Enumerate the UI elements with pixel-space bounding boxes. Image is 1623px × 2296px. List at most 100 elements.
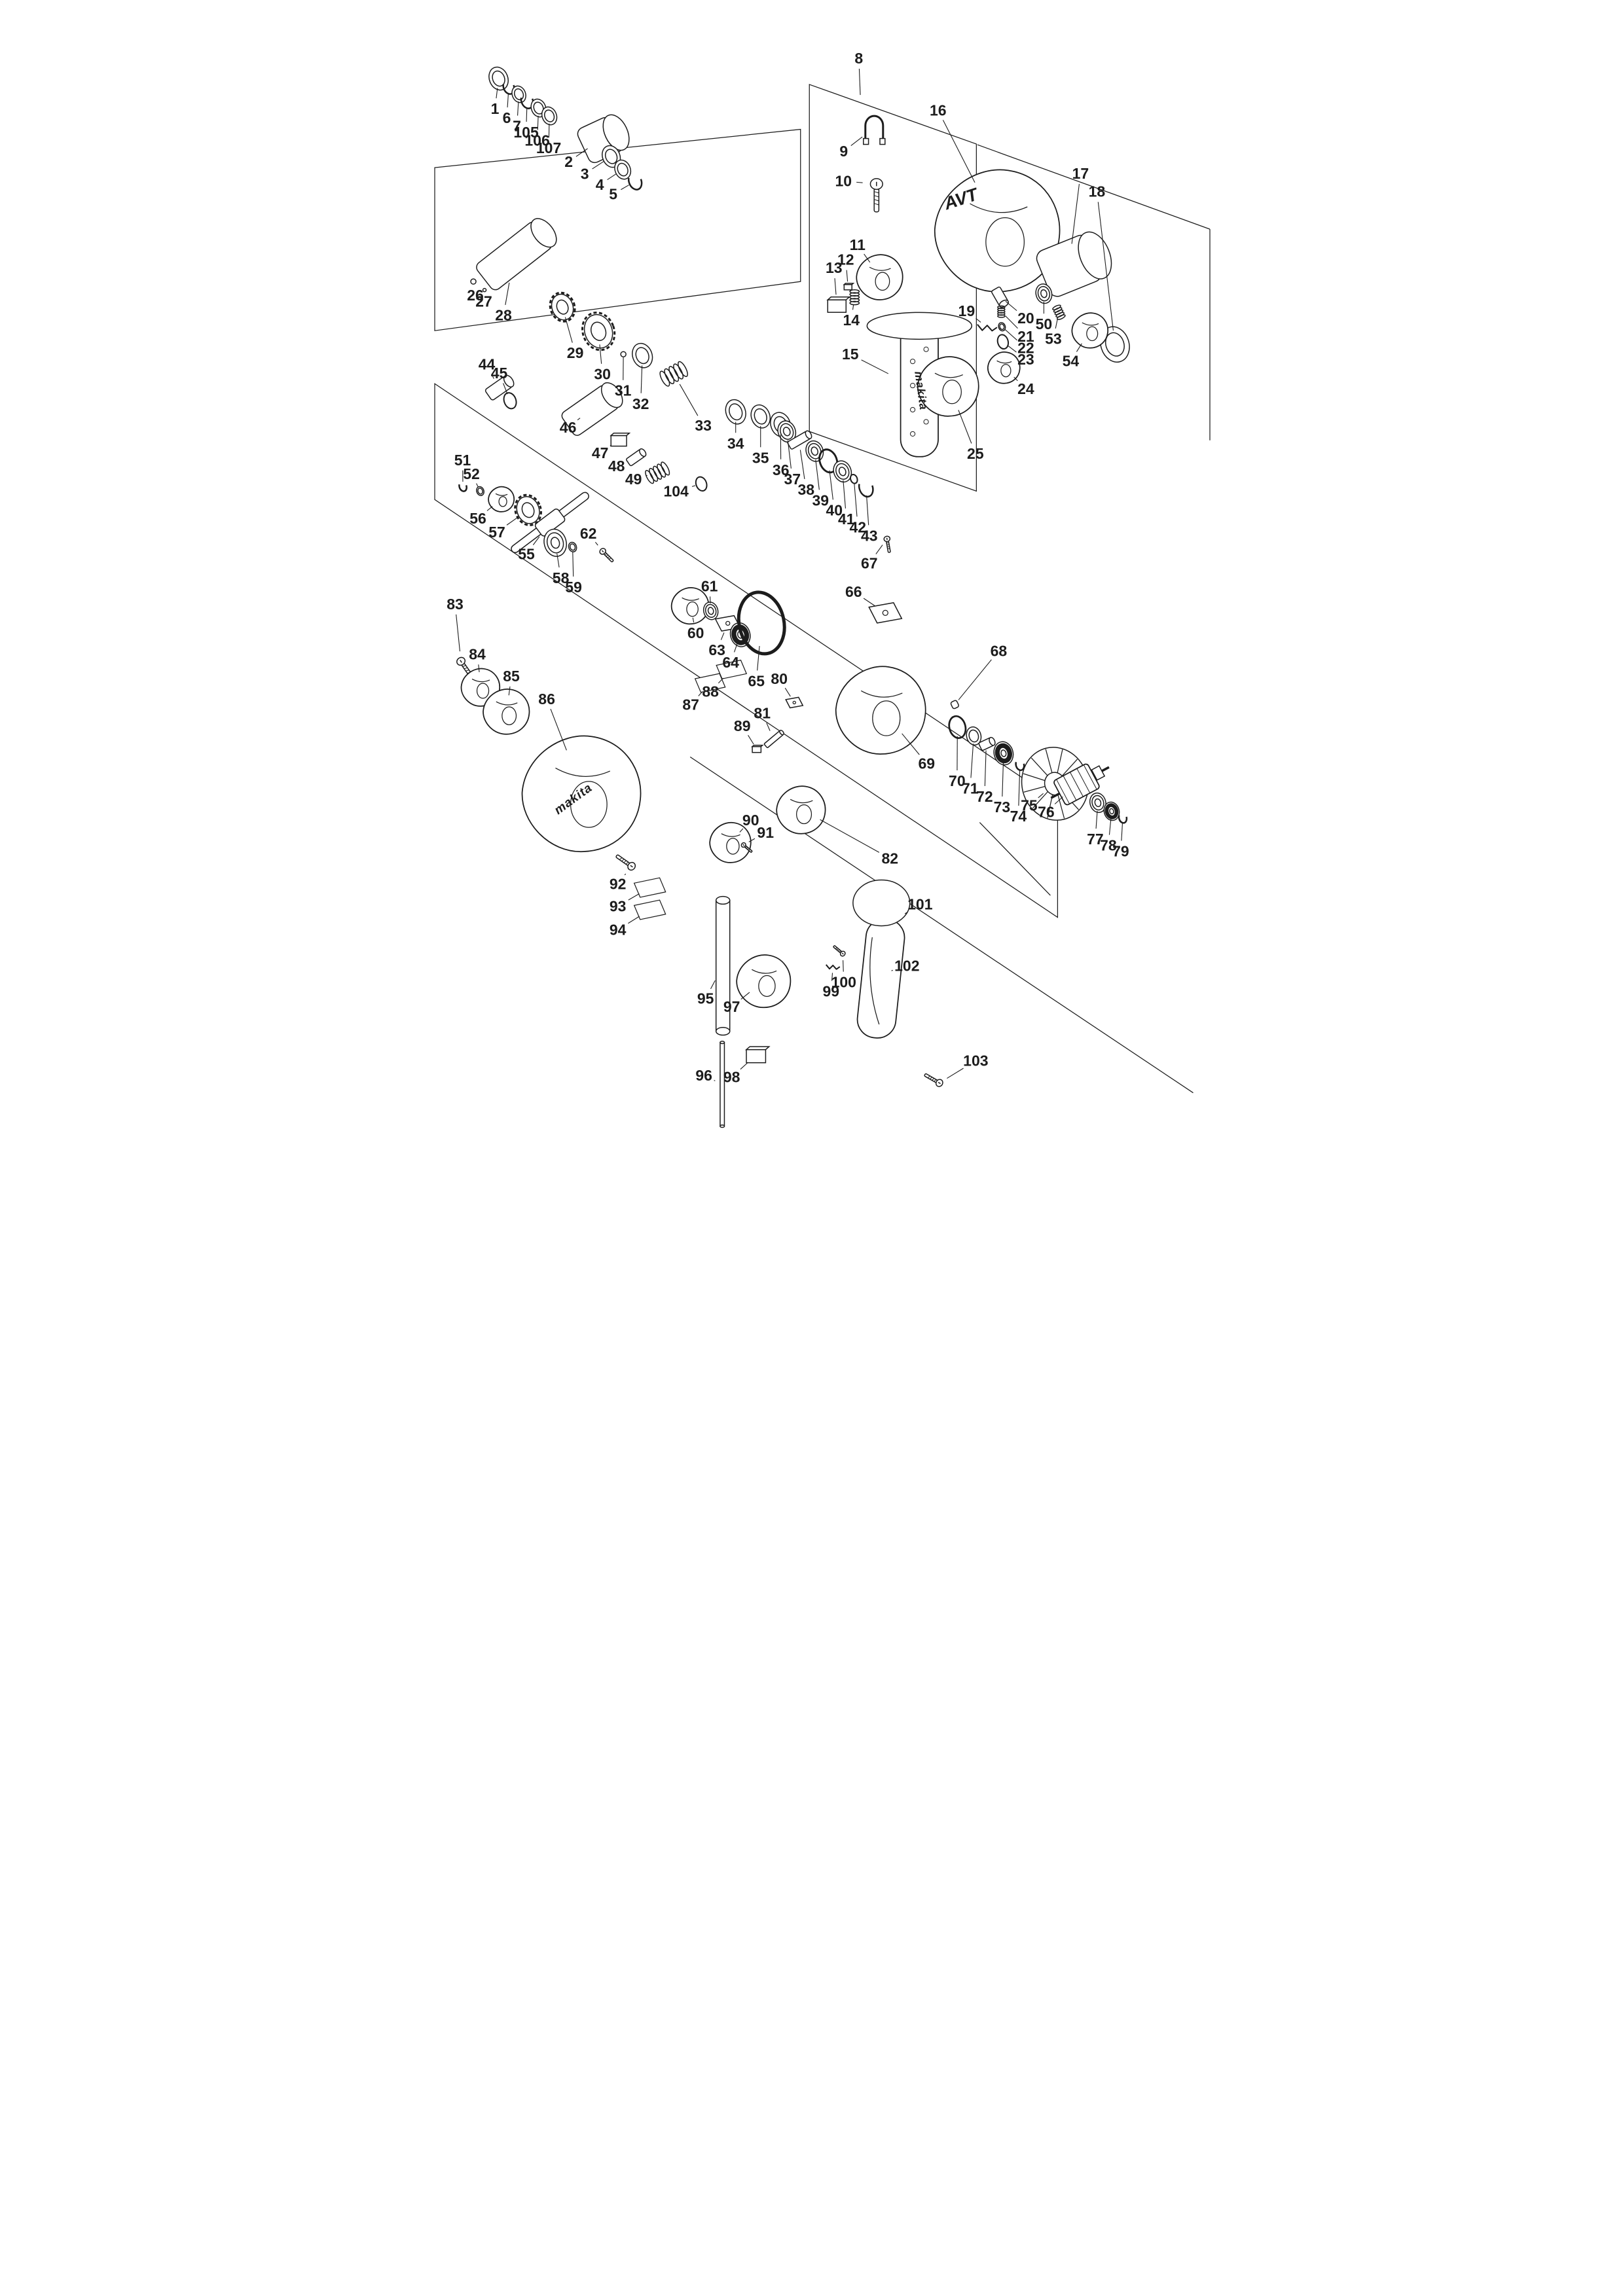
part-47-glyph xyxy=(609,432,630,447)
part-96-glyph xyxy=(719,1041,725,1128)
part-104-label: 104 xyxy=(663,482,689,499)
part-40-leader xyxy=(828,470,833,500)
part-98-leader xyxy=(740,1062,748,1070)
part-91-label: 91 xyxy=(757,824,774,841)
parts-layer xyxy=(456,66,1130,1128)
part-37-glyph xyxy=(776,420,796,443)
part-28-label: 28 xyxy=(495,307,512,324)
part-106-glyph xyxy=(530,98,547,118)
part-97-glyph xyxy=(735,954,791,1009)
divider-line-4 xyxy=(979,822,1051,896)
part-11-leader xyxy=(863,253,870,263)
part-3-leader xyxy=(591,161,604,170)
part-91-glyph xyxy=(740,842,752,853)
part-77-glyph xyxy=(1089,792,1106,814)
part-8-label: 8 xyxy=(854,50,863,67)
part-107-label: 107 xyxy=(536,139,560,156)
part-94-leader xyxy=(627,916,640,924)
part-27-glyph xyxy=(482,287,486,293)
part-61-glyph xyxy=(702,601,718,620)
part-67-glyph xyxy=(883,535,891,553)
part-78-label: 78 xyxy=(1100,837,1117,854)
part-74-glyph xyxy=(1014,758,1025,772)
part-30-label: 30 xyxy=(594,366,611,383)
part-40-label: 40 xyxy=(826,501,843,518)
part-46-leader xyxy=(577,418,580,421)
part-107-glyph xyxy=(541,106,557,126)
part-97-leader xyxy=(740,992,750,1000)
part-15-label: 15 xyxy=(841,346,858,363)
part-54-leader xyxy=(1076,343,1082,352)
part-49-label: 49 xyxy=(625,471,642,488)
part-94-glyph xyxy=(633,899,666,920)
part-65-leader xyxy=(756,645,760,671)
part-39-leader xyxy=(814,459,820,490)
part-72-leader xyxy=(984,750,987,787)
part-68-glyph xyxy=(950,700,959,709)
part-65-glyph xyxy=(737,590,786,656)
part-81-label: 81 xyxy=(754,704,771,721)
part-4-label: 4 xyxy=(595,176,604,193)
part-52-glyph xyxy=(475,486,484,496)
part-45-label: 45 xyxy=(490,365,507,382)
part-77-label: 77 xyxy=(1087,831,1104,848)
part-30-leader xyxy=(598,344,602,364)
part-53-label: 53 xyxy=(1045,331,1062,348)
part-25-leader xyxy=(957,410,972,444)
part-66-leader xyxy=(863,598,875,606)
part-95-label: 95 xyxy=(697,990,714,1007)
part-16-glyph xyxy=(934,169,1060,293)
part-42-leader xyxy=(853,483,858,517)
part-92-glyph xyxy=(615,854,636,871)
part-103-glyph xyxy=(923,1073,943,1087)
part-64-label: 64 xyxy=(722,654,739,671)
part-82-leader xyxy=(819,819,879,853)
part-89-glyph xyxy=(750,744,764,753)
part-24-leader xyxy=(1013,376,1018,382)
part-5-leader xyxy=(620,185,629,190)
part-19-label: 19 xyxy=(958,302,975,319)
part-14-label: 14 xyxy=(843,312,860,329)
part-6-glyph xyxy=(501,79,515,95)
part-76-glyph xyxy=(1050,763,1110,806)
part-21-label: 21 xyxy=(1017,328,1034,345)
part-9-label: 9 xyxy=(839,143,848,160)
part-1-label: 1 xyxy=(490,100,499,117)
handle-group-box xyxy=(809,84,977,492)
part-3-label: 3 xyxy=(580,166,589,183)
part-81-glyph xyxy=(763,729,784,748)
part-26-glyph xyxy=(469,278,477,285)
part-22-label: 22 xyxy=(1017,340,1034,357)
part-56-leader xyxy=(486,506,492,511)
part-73-glyph xyxy=(993,741,1013,766)
part-51-glyph xyxy=(458,480,467,492)
part-90-leader xyxy=(739,828,743,833)
part-44-label: 44 xyxy=(478,356,495,373)
part-54-glyph xyxy=(1071,312,1108,349)
part-94-label: 94 xyxy=(609,922,626,939)
part-84-label: 84 xyxy=(469,645,486,662)
part-55-label: 55 xyxy=(518,545,535,562)
part-73-leader xyxy=(1001,762,1004,797)
part-87-label: 87 xyxy=(682,696,699,713)
part-47-label: 47 xyxy=(591,444,608,461)
part-24-label: 24 xyxy=(1017,380,1034,397)
part-93-leader xyxy=(628,893,640,901)
part-98-glyph xyxy=(744,1046,771,1064)
part-67-label: 67 xyxy=(860,554,877,571)
part-101-label: 101 xyxy=(907,896,933,913)
part-41-leader xyxy=(842,480,846,509)
part-102-leader xyxy=(890,969,893,971)
part-42-label: 42 xyxy=(849,518,866,535)
part-91-leader xyxy=(748,838,755,842)
part-62-leader xyxy=(594,541,598,546)
part-31-glyph xyxy=(619,351,627,357)
part-58-label: 58 xyxy=(552,569,569,586)
part-29-leader xyxy=(564,317,573,343)
part-33-label: 33 xyxy=(695,417,712,434)
part-16-leader xyxy=(942,120,976,183)
part-62-glyph xyxy=(598,548,613,563)
part-76-label: 76 xyxy=(1038,804,1055,821)
part-52-leader xyxy=(475,483,479,488)
